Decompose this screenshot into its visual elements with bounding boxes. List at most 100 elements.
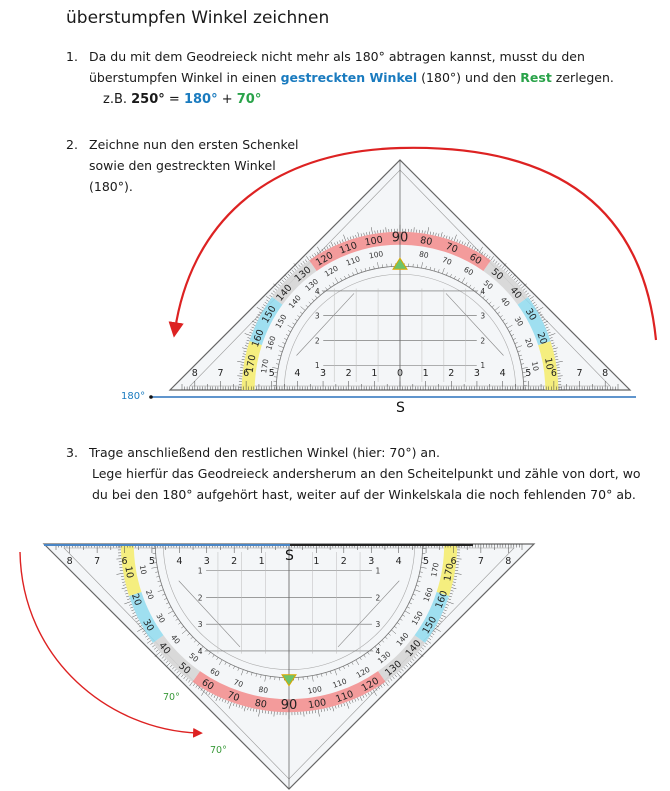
ruler-label: 2 (341, 556, 347, 567)
outer-scale-label: 20 (129, 592, 143, 607)
angle-tick (188, 679, 191, 683)
inner-tick (204, 649, 207, 652)
inner-tick (277, 345, 284, 348)
inner-tick (485, 298, 489, 302)
example-equation: z.B. 250° = 180° + 70° (103, 92, 261, 107)
angle-tick (326, 707, 328, 711)
angle-tick (127, 598, 131, 600)
angle-tick (555, 361, 563, 363)
angle-tick (550, 339, 554, 342)
angle-tick (435, 232, 437, 236)
inner-tick (381, 640, 385, 643)
angle-tick (495, 261, 498, 264)
ruler-label: 5 (149, 556, 155, 567)
example-total: 250° (131, 92, 165, 107)
inner-tick (352, 272, 354, 276)
angle-tick (349, 700, 351, 704)
inner-tick (158, 585, 162, 587)
angle-tick (546, 329, 550, 331)
angle-tick (198, 686, 201, 690)
angle-tick (150, 642, 154, 645)
inner-tick (325, 672, 327, 676)
angle-tick (545, 326, 549, 329)
angle-tick (258, 709, 261, 717)
outer-scale-label: 100 (364, 234, 384, 248)
angle-tick (273, 283, 279, 289)
angle-tick (392, 676, 395, 680)
inner-tick (420, 566, 427, 569)
angle-tick (476, 248, 479, 252)
angle-tick (466, 241, 470, 247)
inner-tick (360, 269, 362, 273)
angle-tick (499, 264, 502, 268)
grid-label: 3 (315, 312, 320, 321)
angle-tick (346, 701, 350, 709)
angle-tick (251, 320, 257, 324)
angle-tick (375, 688, 378, 691)
angle-tick (403, 666, 406, 670)
inner-scale-label: 30 (154, 612, 167, 625)
inner-tick (308, 301, 312, 305)
grid-label: 4 (480, 287, 485, 296)
ruler-label: 3 (474, 368, 480, 379)
angle-tick (135, 617, 138, 620)
angle-tick (272, 290, 276, 293)
inner-tick (334, 669, 338, 676)
inner-tick (300, 306, 306, 311)
angle-tick (519, 283, 522, 287)
inner-tick (438, 269, 440, 273)
angle-tick (121, 578, 125, 580)
outer-scale-label: 70 (226, 690, 241, 704)
angle-tick (449, 592, 453, 595)
angle-tick (443, 609, 447, 612)
inner-tick (442, 267, 445, 274)
angle-tick (244, 333, 252, 337)
inner-scale-label: 60 (209, 666, 222, 679)
angle-tick (165, 660, 169, 664)
scale-band (483, 260, 529, 305)
angle-tick (534, 304, 537, 307)
inner-tick (264, 675, 267, 682)
outer-scale-label: 170 (244, 354, 258, 374)
endpoint-dot (149, 395, 153, 399)
step-line: du bei den 180° aufgehört hast, weiter a… (92, 487, 636, 502)
ruler-label: 8 (67, 556, 73, 567)
angle-tick (434, 627, 441, 632)
angle-tick (278, 283, 281, 287)
inner-tick (187, 633, 190, 636)
inner-tick (172, 614, 176, 617)
grid-label: 2 (198, 593, 203, 602)
geodreieck-figure-1: 1020304050607080901001101201301401501601… (121, 146, 658, 416)
angle-tick (433, 630, 436, 633)
angle-tick (237, 361, 245, 363)
angle-tick (441, 614, 447, 618)
angle-tick (317, 709, 320, 717)
angle-tick (505, 269, 509, 273)
ruler-label: 7 (217, 368, 223, 379)
angle-tick (471, 246, 474, 250)
angle-tick (181, 674, 184, 678)
angle-tick (517, 281, 521, 285)
inner-tick (421, 262, 423, 269)
angle-tick (130, 606, 134, 609)
angle-tick (227, 700, 229, 704)
angle-tick (447, 598, 451, 600)
inner-tick (385, 636, 388, 640)
ruler-label: 4 (500, 368, 506, 379)
angle-tick (552, 345, 556, 347)
angle-tick (454, 572, 462, 575)
angle-tick (250, 707, 252, 711)
angle-tick (437, 622, 441, 625)
angle-tick (352, 235, 354, 239)
angle-tick (527, 294, 531, 298)
inner-tick (429, 266, 431, 270)
angle-tick (448, 236, 451, 240)
text-run: (180°) und den (417, 70, 521, 85)
inner-scale-label: 20 (523, 337, 535, 349)
inner-tick (311, 675, 314, 682)
angle-tick (291, 269, 295, 273)
inner-tick (233, 666, 235, 669)
equals-sign: = (164, 92, 184, 107)
angle-tick (456, 239, 459, 243)
